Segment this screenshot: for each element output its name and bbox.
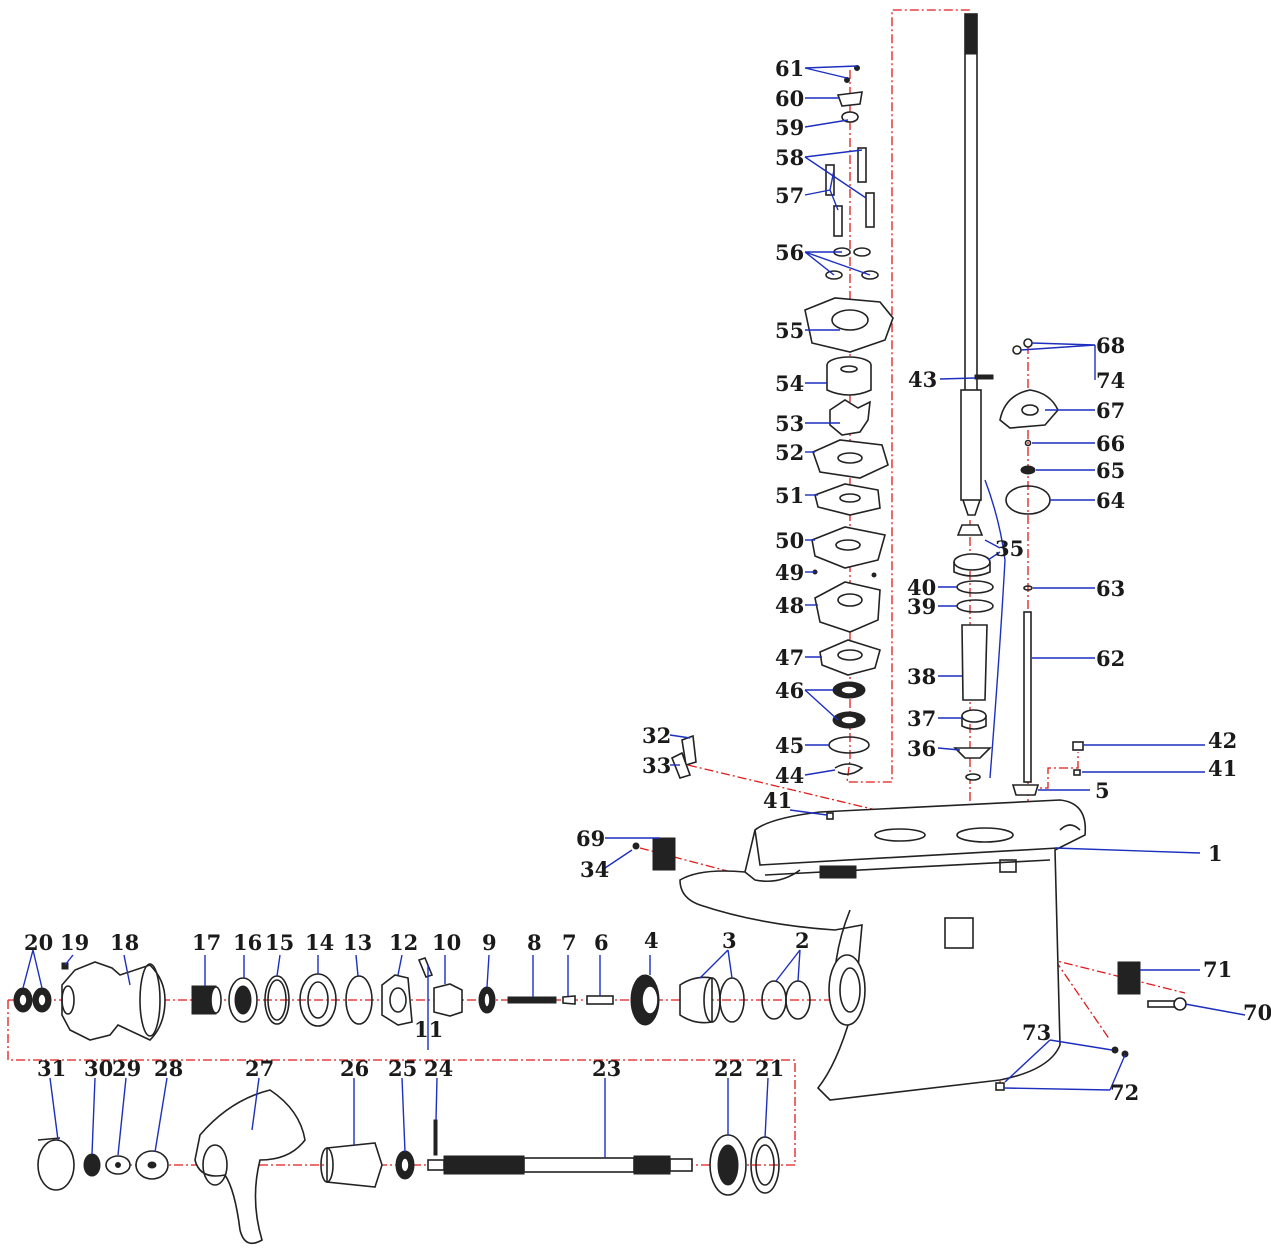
callout-64: 64	[1096, 488, 1125, 513]
callout-14: 14	[305, 930, 334, 955]
callout-42: 42	[1208, 728, 1237, 753]
callout-61: 61	[775, 56, 804, 81]
callout-44: 44	[775, 763, 804, 788]
drive-shaft	[960, 13, 994, 516]
callout-9: 9	[482, 930, 497, 955]
callout-4: 4	[644, 928, 659, 953]
callout-39: 39	[907, 594, 936, 619]
callout-66: 66	[1096, 431, 1125, 456]
prop-shaft-upper-row	[13, 957, 811, 1041]
callout-59: 59	[775, 115, 804, 140]
callout-31: 31	[37, 1056, 66, 1081]
shift-rod-group	[999, 338, 1084, 796]
callout-37: 37	[907, 706, 936, 731]
housing-small-parts	[632, 734, 834, 871]
water-pump-stack	[804, 65, 894, 776]
callout-17: 17	[192, 930, 221, 955]
callout-63: 63	[1096, 576, 1125, 601]
callout-16: 16	[233, 930, 262, 955]
callout-48: 48	[775, 593, 804, 618]
callout-55: 55	[775, 318, 804, 343]
callout-73: 73	[1022, 1020, 1051, 1045]
callout-15: 15	[265, 930, 294, 955]
callout-57: 57	[775, 183, 804, 208]
anode-group	[995, 961, 1187, 1091]
callout-13: 13	[343, 930, 372, 955]
callout-56: 56	[775, 240, 804, 265]
callout-36: 36	[907, 736, 936, 761]
callout-46: 46	[775, 678, 804, 703]
callout-26: 26	[340, 1056, 369, 1081]
callout-51: 51	[775, 483, 804, 508]
callout-34: 34	[580, 857, 609, 882]
callout-50: 50	[775, 528, 804, 553]
gearcase-housing	[679, 799, 1087, 1101]
callout-65: 65	[1096, 458, 1125, 483]
callout-67: 67	[1096, 398, 1125, 423]
callout-43: 43	[908, 367, 937, 392]
callout-12: 12	[389, 930, 418, 955]
callout-28: 28	[154, 1056, 183, 1081]
callout-68: 68	[1096, 333, 1125, 358]
callout-47: 47	[775, 645, 804, 670]
callout-5: 5	[1095, 778, 1110, 803]
callout-19: 19	[60, 930, 89, 955]
callout-25: 25	[388, 1056, 417, 1081]
callout-52: 52	[775, 440, 804, 465]
callout-58: 58	[775, 145, 804, 170]
callout-32: 32	[642, 723, 671, 748]
callout-35: 35	[995, 536, 1024, 561]
callout-41-left: 41	[763, 788, 792, 813]
callout-72: 72	[1110, 1080, 1139, 1105]
callout-24: 24	[424, 1056, 453, 1081]
leader-lines	[22, 65, 1246, 1158]
callout-49: 49	[775, 560, 804, 585]
pinion-group	[953, 524, 994, 781]
callout-11: 11	[414, 1017, 443, 1042]
callout-62: 62	[1096, 646, 1125, 671]
callout-3: 3	[722, 928, 737, 953]
callout-7: 7	[562, 930, 577, 955]
callout-22: 22	[714, 1056, 743, 1081]
callout-70: 70	[1243, 1000, 1271, 1025]
callout-53: 53	[775, 411, 804, 436]
callout-69: 69	[576, 826, 605, 851]
callout-54: 54	[775, 371, 804, 396]
callout-1: 1	[1208, 841, 1223, 866]
callout-20: 20	[24, 930, 53, 955]
callout-30: 30	[84, 1056, 113, 1081]
callout-29: 29	[112, 1056, 141, 1081]
callout-74: 74	[1096, 368, 1125, 393]
callout-2: 2	[795, 928, 810, 953]
callout-41-right: 41	[1208, 756, 1237, 781]
callout-33: 33	[642, 753, 671, 778]
callout-labels: 61 60 59 58 57 56 55 54 53 52 51 50 49 4…	[24, 56, 1271, 1105]
callout-71: 71	[1203, 957, 1232, 982]
callout-23: 23	[592, 1056, 621, 1081]
callout-45: 45	[775, 733, 804, 758]
callout-60: 60	[775, 86, 804, 111]
callout-10: 10	[432, 930, 461, 955]
callout-40: 40	[907, 575, 936, 600]
callout-6: 6	[594, 930, 609, 955]
callout-21: 21	[755, 1056, 784, 1081]
callout-27: 27	[245, 1056, 274, 1081]
callout-8: 8	[527, 930, 542, 955]
prop-shaft-lower-row	[37, 1089, 780, 1245]
callout-18: 18	[110, 930, 139, 955]
callout-38: 38	[907, 664, 936, 689]
